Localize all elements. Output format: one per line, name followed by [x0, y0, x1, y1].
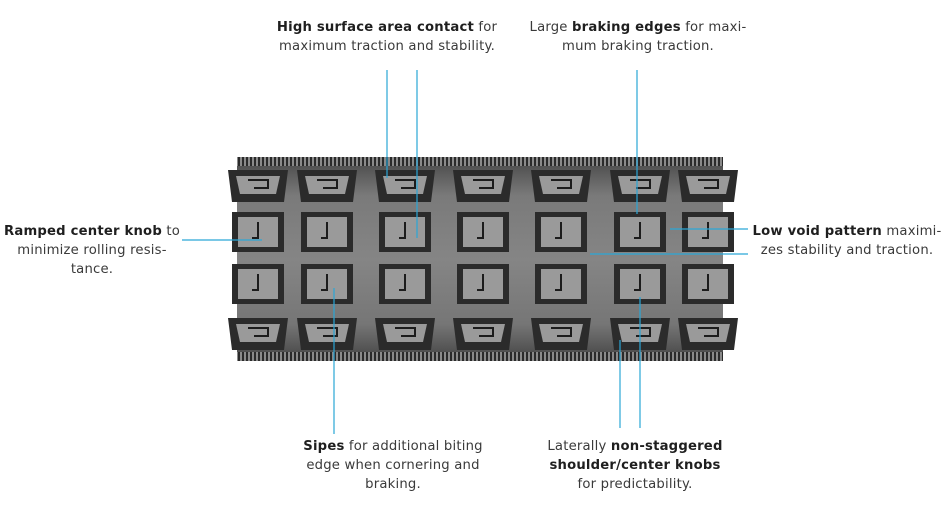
callout-surface-contact: High surface area contact for maximum tr… [262, 18, 512, 56]
callout-sipes-line2: edge when cornering and [306, 458, 480, 473]
center-knob-bottom [232, 264, 284, 304]
center-knob-top [614, 212, 666, 252]
callout-void-bold: Low void pattern [752, 224, 882, 239]
center-knob-bottom [682, 264, 734, 304]
shoulder-knob-top [297, 170, 357, 202]
shoulder-knob-bottom [375, 318, 435, 350]
callout-ramped-bold: Ramped center knob [4, 224, 162, 239]
callout-ramped-line3: tance. [70, 262, 114, 277]
callout-surface-line2: maximum traction and stability. [279, 39, 495, 54]
shoulder-knob-top [228, 170, 288, 202]
shoulder-knob-top [375, 170, 435, 202]
callout-lateral-bold-1: non-staggered [610, 439, 723, 454]
center-knob-top [457, 212, 509, 252]
callout-sipes: Sipes for additional biting edge when co… [290, 437, 496, 494]
shoulder-knob-bottom [297, 318, 357, 350]
callout-surface-bold: High surface area contact [276, 20, 474, 35]
tire-edge-top [237, 157, 723, 166]
center-knob-top [232, 212, 284, 252]
shoulder-knob-top [610, 170, 670, 202]
tread-knobs [228, 170, 738, 350]
callout-low-void: Low void pattern maximi- zes stability a… [752, 222, 942, 260]
shoulder-knob-top [678, 170, 738, 202]
shoulder-knob-top [531, 170, 591, 202]
shoulder-knob-bottom [453, 318, 513, 350]
callout-ramped-text: to [161, 224, 180, 239]
leader-lines [182, 70, 748, 434]
callout-surface-text: for [474, 20, 498, 35]
callout-braking-line2: mum braking traction. [562, 39, 714, 54]
shoulder-knob-top [453, 170, 513, 202]
center-knob-top [379, 212, 431, 252]
callout-non-staggered: Laterally non-staggered shoulder/center … [530, 437, 740, 494]
callout-sipes-text: for additional biting [344, 439, 483, 454]
shoulder-knob-bottom [678, 318, 738, 350]
center-knob-top [682, 212, 734, 252]
callout-ramped-center: Ramped center knob to minimize rolling r… [4, 222, 180, 279]
callout-braking-edges: Large braking edges for maxi- mum brakin… [522, 18, 754, 56]
shoulder-knob-bottom [531, 318, 591, 350]
callout-void-line2: zes stability and traction. [760, 243, 934, 258]
callout-lateral-pre: Laterally [547, 439, 611, 454]
callout-braking-text: for maxi- [680, 20, 747, 35]
shoulder-knob-bottom [228, 318, 288, 350]
callout-braking-bold: braking edges [572, 20, 681, 35]
center-knob-bottom [301, 264, 353, 304]
tire-edge-bottom [237, 352, 723, 361]
callout-void-text: maximi- [881, 224, 942, 239]
callout-braking-pre: Large [529, 20, 573, 35]
center-knob-bottom [457, 264, 509, 304]
callout-sipes-line3: braking. [365, 477, 421, 492]
center-knob-bottom [379, 264, 431, 304]
callout-lateral-bold-2: shoulder/center knobs [549, 458, 721, 473]
center-knob-top [301, 212, 353, 252]
center-knob-top [535, 212, 587, 252]
callout-sipes-bold: Sipes [303, 439, 345, 454]
callout-ramped-line2: minimize rolling resis- [17, 243, 167, 258]
center-knob-bottom [535, 264, 587, 304]
callout-lateral-line3: for predictability. [577, 477, 693, 492]
center-knob-bottom [614, 264, 666, 304]
